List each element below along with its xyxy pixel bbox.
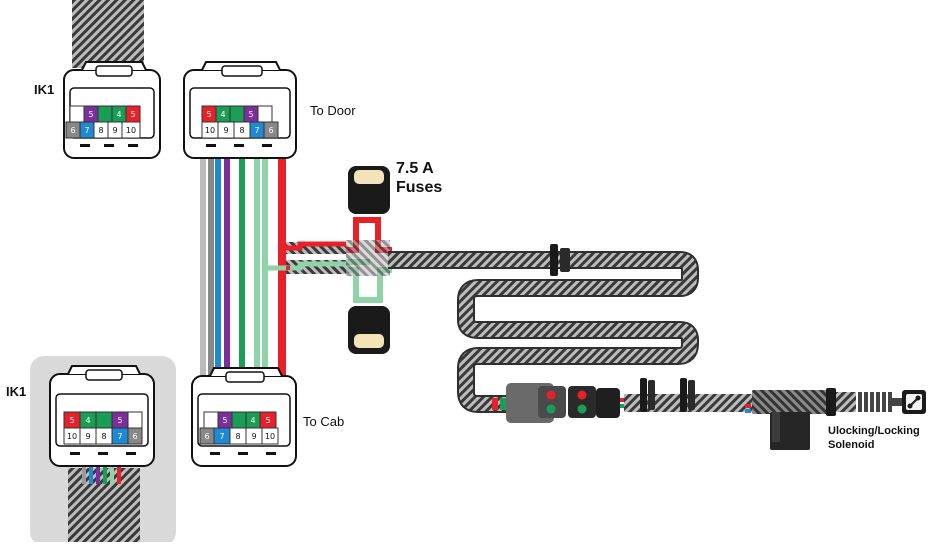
ik1-bottom-pin-b0: 10 [67,432,77,441]
solenoid-label-line2: Solenoid [828,439,875,451]
ik1-bottom-pin-t1: 4 [85,416,90,425]
ik1-top-pin-t3: 4 [116,110,121,119]
ik1-top-pin-b2: 8 [98,126,103,135]
fuse-bottom [348,306,390,354]
ik1-top-pins-bottom-row [65,121,141,139]
solenoid-harness [624,378,752,413]
ik1-top-pin-b3: 9 [112,126,117,135]
to-door-pins-top-row [201,105,273,123]
main-harness [388,244,699,413]
to-cab-pin-b3: 9 [251,432,256,441]
to-cab-pin-b0: 6 [204,432,209,441]
ik1-bottom-pin-b3: 7 [117,432,122,441]
solenoid-label-line1: Ulocking/Locking [828,425,920,437]
ik1-bottom-pin-b2: 8 [101,432,106,441]
ik1-bottom-label: IK1 [6,384,27,399]
ik1-bottom-pin-t0: 5 [69,416,74,425]
connector-to-cab [191,367,297,467]
ik1-bottom-pins-bottom-row [63,427,143,445]
to-door-pin-t0: 5 [206,110,211,119]
to-cab-pin-b4: 10 [265,432,275,441]
connector-ik1-top [63,61,161,159]
ik1-bottom-pin-b4: 6 [132,432,137,441]
to-door-pin-t1: 4 [220,110,225,119]
ik1-bottom-pins-top-row [63,411,143,429]
inline-connector-pair [506,383,626,423]
to-door-pin-b0: 10 [205,126,215,135]
ik1-bottom-pin-b1: 9 [85,432,90,441]
pin-numbers: 5 4 5 6 7 8 9 10 5 4 5 10 9 8 7 6 5 4 5 … [67,110,275,441]
ik1-bottom-pin-t3: 5 [117,416,122,425]
ik1-top-pin-b1: 7 [84,126,89,135]
to-cab-pin-t1: 5 [222,416,227,425]
ik1-top-pins-top-row [69,105,141,123]
fuses-label-line2: Fuses [396,179,443,196]
ik1-top-harness [72,0,144,68]
to-door-pin-b4: 6 [268,126,273,135]
ik1-top-pin-b0: 6 [70,126,75,135]
to-door-label: To Door [310,103,356,118]
to-cab-pin-t4: 5 [265,416,270,425]
connector-to-door [183,61,297,159]
ik1-top-pin-b4: 10 [126,126,136,135]
to-door-pins-bottom-row [201,121,279,139]
ik1-top-label: IK1 [34,82,55,97]
to-door-pin-b1: 9 [223,126,228,135]
to-cab-pins-bottom-row [199,427,279,445]
to-cab-label: To Cab [303,414,345,429]
to-door-pin-b2: 8 [239,126,244,135]
fuse-top [348,166,390,214]
ik1-bottom-wire-stubs [82,464,121,484]
ik1-top-pin-t1: 5 [88,110,93,119]
to-cab-pin-b1: 7 [219,432,224,441]
solenoid [752,388,926,450]
to-cab-pin-b2: 8 [235,432,240,441]
fuse-branch-wires [262,217,392,303]
to-cab-pin-t3: 4 [250,416,255,425]
connector-ik1-bottom [49,365,155,467]
to-door-pin-b3: 7 [254,126,259,135]
ik1-top-pin-t4: 5 [130,110,135,119]
to-door-pin-t3: 5 [248,110,253,119]
solenoid-spring [858,392,892,412]
fuses-label-line1: 7.5 A [396,160,434,177]
